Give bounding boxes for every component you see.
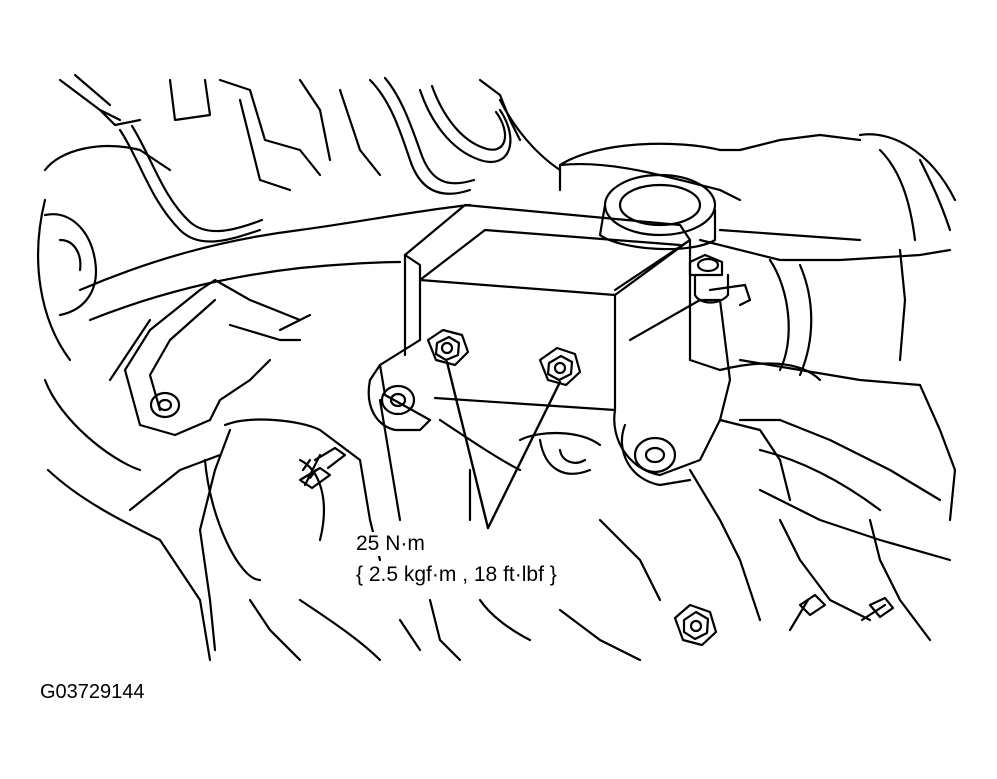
bolt-icon [426,328,470,367]
callout-leader [445,360,562,530]
engine-block-outline [37,73,382,662]
lower-tube [198,398,662,662]
stud-icon [860,596,895,622]
sensor-pin [688,253,752,307]
pipe-flange [598,173,717,251]
coolant-pipe [78,133,952,387]
mount-eye [149,363,692,487]
mount-bracket [378,203,822,477]
stud-icon [788,593,827,632]
wiring-harness [118,76,562,243]
stud-icon [298,446,347,490]
torque-callout-alt: { 2.5 kgf·m , 18 ft·lbf } [356,563,561,587]
transmission-housing [688,133,957,642]
figure-id: G03729144 [40,681,145,703]
bolt-icon [538,346,582,387]
bolt-icon [673,603,718,647]
left-strap [123,278,312,437]
torque-callout-metric: 25 N·m [356,532,429,556]
